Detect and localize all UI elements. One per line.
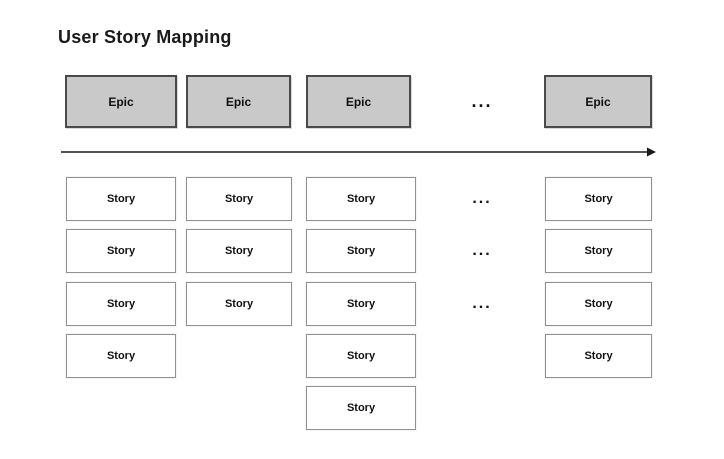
page-title: User Story Mapping [58, 27, 232, 47]
story-card: Story [306, 177, 416, 221]
story-card: Story [306, 386, 416, 430]
story-card: Story [545, 177, 652, 221]
story-row-ellipsis: ... [472, 242, 492, 259]
story-card: Story [66, 229, 176, 273]
story-card: Story [66, 334, 176, 378]
story-card: Story [306, 334, 416, 378]
story-card: Story [66, 177, 176, 221]
story-card: Story [186, 229, 292, 273]
epic-card: Epic [65, 75, 177, 128]
story-card: Story [186, 282, 292, 326]
story-card: Story [306, 229, 416, 273]
story-card: Story [545, 334, 652, 378]
epic-card: Epic [306, 75, 411, 128]
story-card: Story [66, 282, 176, 326]
epic-card: Epic [544, 75, 652, 128]
story-card: Story [545, 229, 652, 273]
epic-card: Epic [186, 75, 291, 128]
story-row-ellipsis: ... [472, 190, 492, 207]
timeline-arrow [56, 144, 664, 160]
story-row-ellipsis: ... [472, 295, 492, 312]
story-card: Story [545, 282, 652, 326]
epic-row-ellipsis: ... [471, 91, 493, 111]
story-card: Story [306, 282, 416, 326]
story-card: Story [186, 177, 292, 221]
